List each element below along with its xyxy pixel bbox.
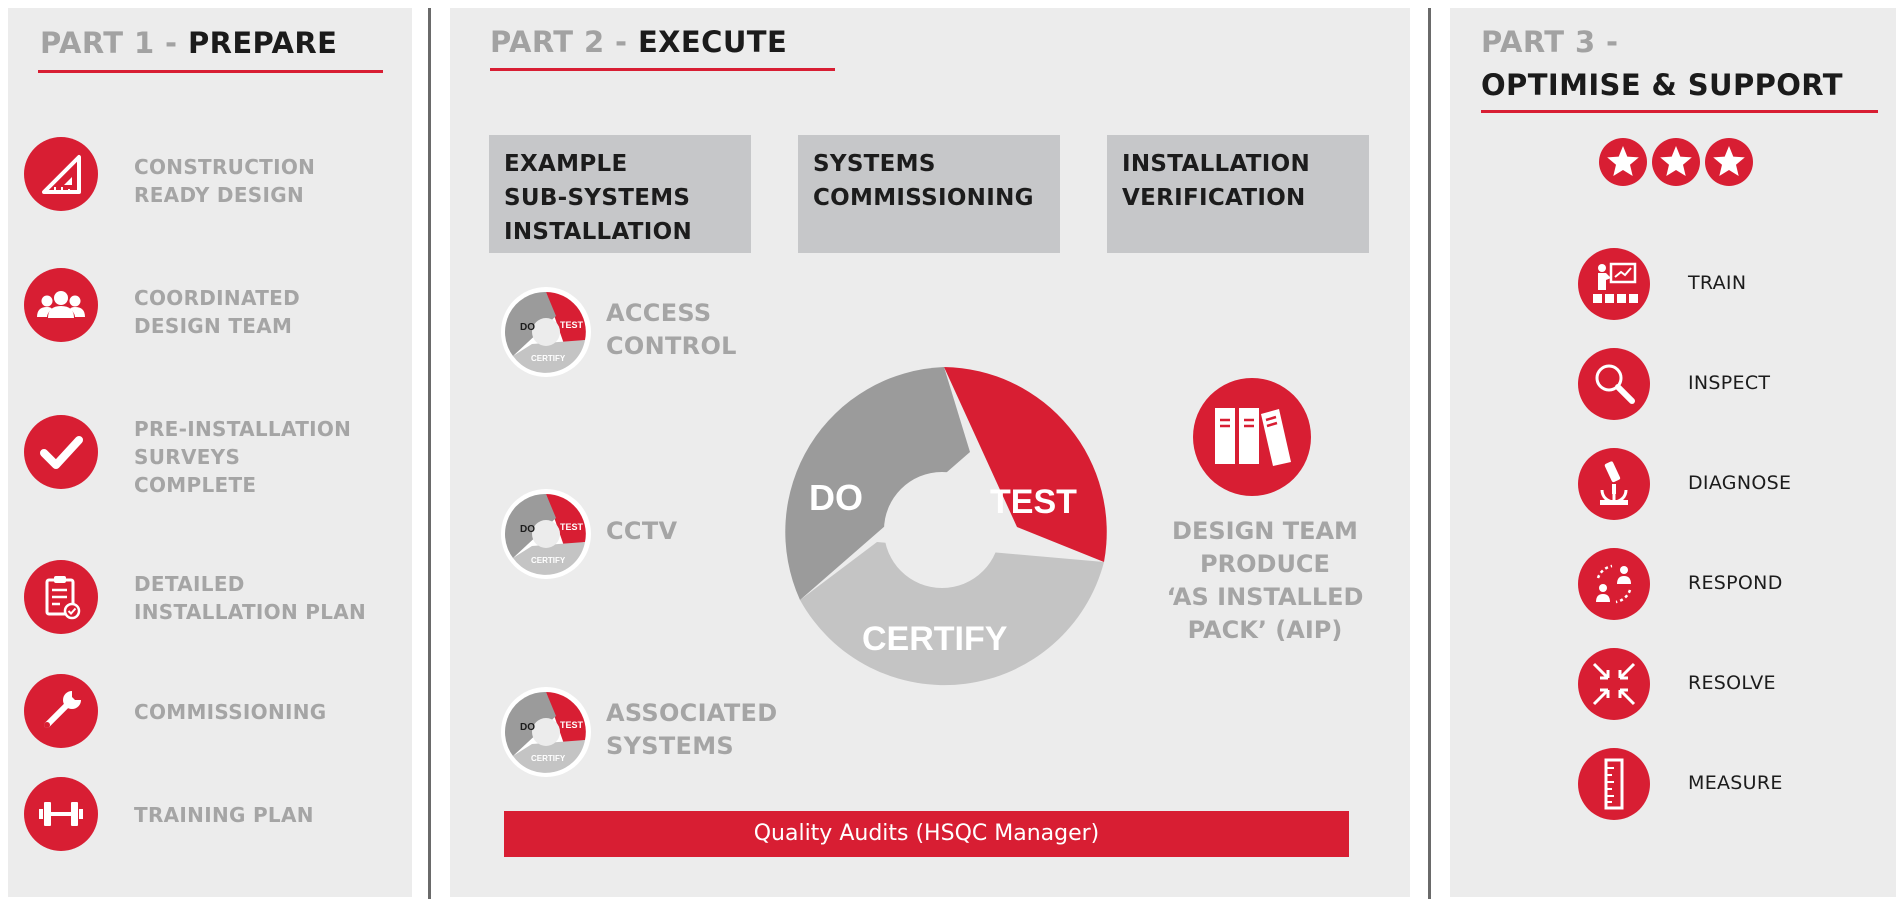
cycle-mini-test: TEST xyxy=(560,522,584,532)
subsystem-label: CCTV xyxy=(606,517,678,545)
aip-label: DESIGN TEAM PRODUCE ‘AS INSTALLED PACK’ … xyxy=(1166,517,1364,644)
prepare-item-label: CONSTRUCTION READY DESIGN xyxy=(134,155,316,207)
quality-audits-bar: Quality Audits (HSQC Manager) xyxy=(504,811,1349,857)
prepare-item-label: PRE-INSTALLATION SURVEYS COMPLETE xyxy=(134,417,352,497)
support-item-label: RESOLVE xyxy=(1688,672,1776,694)
part1-title: PART 1 - PREPARE xyxy=(40,26,337,60)
cycle-mini-icon: DO TEST CERTIFY xyxy=(501,687,591,777)
part3-title-line2: OPTIMISE & SUPPORT xyxy=(1481,68,1843,102)
part3-underline xyxy=(1481,110,1878,113)
cycle-do-segment xyxy=(785,367,970,600)
cycle-test-label: TEST xyxy=(990,483,1077,521)
header-box-label: SYSTEMS COMMISSIONING xyxy=(813,151,1034,211)
support-item: INSPECT xyxy=(1578,348,1818,422)
checkmark-icon xyxy=(24,415,98,489)
subsystem-label: ASSOCIATED SYSTEMS xyxy=(606,699,778,760)
star-icon xyxy=(1652,138,1700,186)
cycle-diagram: DO TEST CERTIFY xyxy=(785,367,1107,686)
support-item: MEASURE xyxy=(1578,748,1818,822)
dumbbell-icon xyxy=(24,777,98,851)
support-item-label: TRAIN xyxy=(1688,272,1747,294)
prepare-item-label: DETAILED INSTALLATION PLAN xyxy=(134,572,367,624)
divider xyxy=(428,8,431,899)
wrench-icon xyxy=(24,674,98,748)
subsystem-item: DO TEST CERTIFY CCTV xyxy=(500,488,800,583)
cycle-mini-do: DO xyxy=(520,722,535,733)
header-box-label: EXAMPLE SUB-SYSTEMS INSTALLATION xyxy=(504,151,693,245)
support-item: DIAGNOSE xyxy=(1578,448,1818,522)
cycle-certify-segment xyxy=(800,542,1104,686)
prepare-item: CONSTRUCTION READY DESIGN xyxy=(24,137,404,213)
cycle-mini-test: TEST xyxy=(560,320,584,330)
prepare-item-label: COMMISSIONING xyxy=(134,700,327,724)
prepare-item: COMMISSIONING xyxy=(24,674,404,750)
microscope-icon xyxy=(1578,448,1650,520)
cycle-mini-icon: DO TEST CERTIFY xyxy=(501,287,591,377)
clipboard-icon xyxy=(24,560,98,634)
part2-underline xyxy=(490,68,835,71)
magnifier-icon xyxy=(1578,348,1650,420)
team-icon xyxy=(24,268,98,342)
cycle-mini-do: DO xyxy=(520,322,535,333)
support-item-label: DIAGNOSE xyxy=(1688,472,1792,494)
star-icon xyxy=(1705,138,1753,186)
part3-title-main: OPTIMISE & SUPPORT xyxy=(1481,68,1843,102)
cycle-certify-label: CERTIFY xyxy=(862,620,1008,658)
part2-title-prefix: PART 2 - xyxy=(490,25,638,59)
star-icon xyxy=(1599,138,1647,186)
prepare-item-label: COORDINATED DESIGN TEAM xyxy=(134,286,300,338)
header-box-label: INSTALLATION VERIFICATION xyxy=(1122,151,1311,211)
part3-title-prefix: PART 3 - xyxy=(1481,25,1619,59)
subsystem-item: DO TEST CERTIFY ASSOCIATED SYSTEMS xyxy=(500,686,800,781)
prepare-item-label: TRAINING PLAN xyxy=(134,803,314,827)
part1-title-prefix: PART 1 - xyxy=(40,26,188,60)
cycle-mini-certify: CERTIFY xyxy=(531,556,566,565)
support-item-label: INSPECT xyxy=(1688,372,1771,394)
ruler-icon xyxy=(1578,748,1650,820)
cycle-test-segment xyxy=(944,367,1107,562)
part1-underline xyxy=(38,70,383,73)
cycle-mini-do: DO xyxy=(520,524,535,535)
header-box: INSTALLATION VERIFICATION xyxy=(1107,135,1369,253)
divider xyxy=(1428,8,1431,899)
cycle-mini-certify: CERTIFY xyxy=(531,354,566,363)
part3-title-line1: PART 3 - xyxy=(1481,25,1618,59)
prepare-item: COORDINATED DESIGN TEAM xyxy=(24,268,404,344)
cycle-mini-certify: CERTIFY xyxy=(531,754,566,763)
header-box: EXAMPLE SUB-SYSTEMS INSTALLATION xyxy=(489,135,751,253)
presentation-icon xyxy=(1578,248,1650,320)
subsystem-item: DO TEST CERTIFY ACCESS CONTROL xyxy=(500,286,800,381)
prepare-item: TRAINING PLAN xyxy=(24,777,404,853)
set-square-icon xyxy=(24,137,98,211)
prepare-item: DETAILED INSTALLATION PLAN xyxy=(24,560,404,636)
part2-title-main: EXECUTE xyxy=(637,25,788,59)
binders-icon xyxy=(1193,378,1311,496)
subsystem-label: ACCESS CONTROL xyxy=(606,299,737,360)
support-item-label: MEASURE xyxy=(1688,772,1783,794)
respond-icon xyxy=(1578,548,1650,620)
support-item: RESOLVE xyxy=(1578,648,1818,722)
cycle-do-label: DO xyxy=(809,477,863,518)
header-box: SYSTEMS COMMISSIONING xyxy=(798,135,1060,253)
cycle-mini-icon: DO TEST CERTIFY xyxy=(501,489,591,579)
support-item-label: RESPOND xyxy=(1688,572,1783,594)
part1-title-main: PREPARE xyxy=(187,26,338,60)
cycle-mini-test: TEST xyxy=(560,720,584,730)
support-item: RESPOND xyxy=(1578,548,1818,622)
support-item: TRAIN xyxy=(1578,248,1818,322)
part2-title: PART 2 - EXECUTE xyxy=(490,25,787,59)
prepare-item: PRE-INSTALLATION SURVEYS COMPLETE xyxy=(24,415,404,497)
arrows-in-icon xyxy=(1578,648,1650,720)
